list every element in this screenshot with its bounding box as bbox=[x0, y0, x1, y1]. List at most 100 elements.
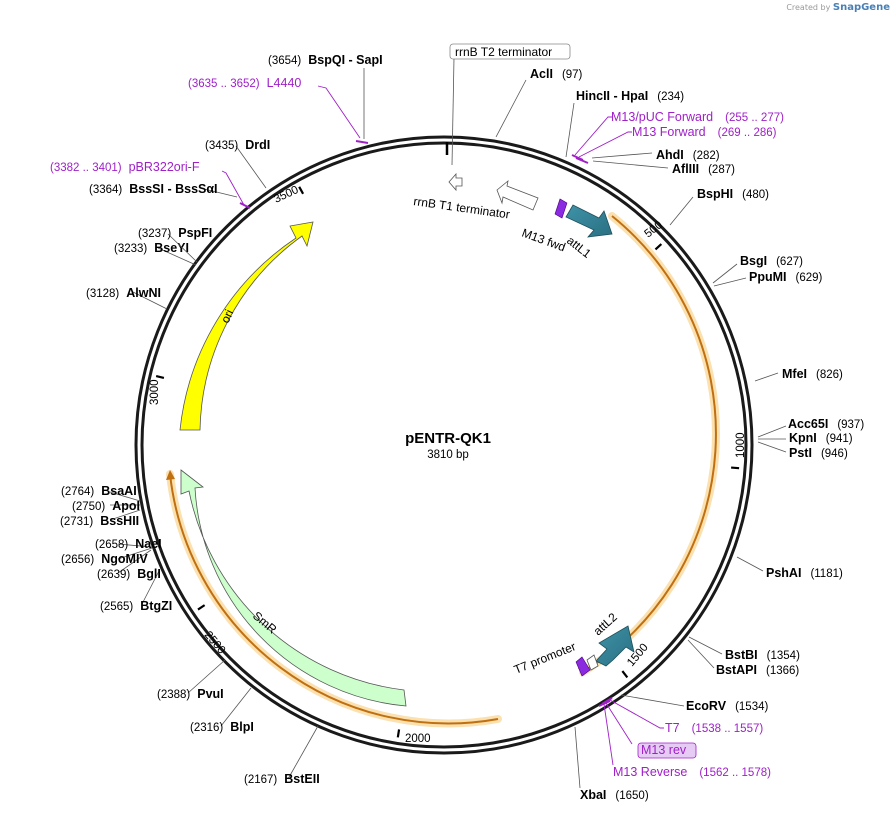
site-label: XbaI(1650) bbox=[580, 788, 649, 802]
tick-label: 2000 bbox=[405, 733, 431, 745]
primer-leader bbox=[221, 170, 245, 206]
feature-m13fwd-open-arrow bbox=[496, 179, 539, 211]
feature-rrnb-t1-label: rrnB T1 terminator bbox=[413, 194, 511, 221]
site-leader bbox=[109, 491, 141, 502]
snapgene-logo: SnapGene bbox=[832, 2, 890, 13]
primer-leader bbox=[603, 703, 614, 766]
created-by-label: Created by bbox=[786, 3, 831, 12]
site-label: (3435)DrdI bbox=[205, 138, 270, 152]
feature-rrnb-t1-arrow bbox=[448, 172, 463, 192]
site-leader bbox=[117, 549, 152, 574]
tick-label: 3000 bbox=[149, 379, 161, 405]
primer-label: (3382 .. 3401)pBR322ori-F bbox=[50, 160, 200, 174]
site-leader bbox=[132, 291, 168, 310]
site-label: PstI(946) bbox=[789, 446, 848, 460]
primer-label: M13/pUC Forward(255 .. 277) bbox=[611, 110, 784, 124]
site-leader bbox=[157, 247, 197, 266]
site-label: BsgI(627) bbox=[740, 254, 803, 268]
site-label: (3233)BseYI bbox=[114, 241, 189, 255]
site-leader bbox=[688, 636, 723, 655]
site-leader bbox=[757, 425, 787, 438]
feature-m13rev-marker bbox=[575, 656, 591, 677]
site-label: EcoRV(1534) bbox=[686, 699, 768, 713]
tick-mark bbox=[197, 604, 206, 611]
site-leader bbox=[754, 372, 779, 382]
plasmid-name: pENTR-QK1 bbox=[405, 430, 491, 447]
site-leader bbox=[713, 277, 747, 287]
site-leader bbox=[669, 196, 694, 226]
site-label: BstAPI(1366) bbox=[716, 663, 799, 677]
tick-mark bbox=[731, 466, 740, 470]
site-label: (2764)BsaAI bbox=[61, 484, 137, 498]
rrnb-t2-leader bbox=[451, 57, 455, 166]
site-label: (3364)BssSI - BssSαI bbox=[89, 182, 218, 196]
site-leader bbox=[687, 639, 715, 669]
feature-t7-promoter-arrow bbox=[586, 654, 599, 671]
primer-tick bbox=[575, 157, 589, 164]
backbone-inner bbox=[140, 141, 748, 749]
feature-m13fwd-marker bbox=[554, 198, 568, 219]
plasmid-length: 3810 bp bbox=[427, 449, 469, 461]
site-label: AclI(97) bbox=[530, 67, 583, 81]
site-label: MfeI(826) bbox=[782, 367, 843, 381]
site-leader bbox=[117, 547, 153, 560]
site-leader bbox=[109, 509, 141, 521]
snapgene-branding: Created by SnapGene bbox=[786, 2, 890, 13]
site-leader bbox=[565, 102, 575, 158]
feature-smr-arc bbox=[180, 469, 407, 707]
feature-m13fwd-label: M13 fwd bbox=[520, 226, 567, 255]
site-label: (2639)BglI bbox=[97, 567, 161, 581]
site-leader bbox=[141, 570, 160, 605]
tick-mark bbox=[621, 670, 629, 679]
tick-label: 1000 bbox=[735, 432, 747, 458]
orf-arc-left-line bbox=[169, 473, 499, 725]
orf-arc-left-arrowhead bbox=[166, 470, 175, 480]
backbone-outer bbox=[134, 135, 754, 755]
feature-rrnb-t2-label: rrnB T2 terminator bbox=[455, 45, 552, 59]
primer-leader bbox=[609, 699, 664, 729]
primer-label: M13 rev bbox=[641, 743, 687, 757]
feature-attl1-arrow bbox=[565, 204, 613, 238]
site-label: KpnI(941) bbox=[789, 431, 853, 445]
site-leader bbox=[187, 659, 226, 694]
site-label: HincII - HpaI(234) bbox=[576, 89, 684, 103]
site-leader bbox=[220, 687, 252, 727]
feature-attl1-label: attL1 bbox=[564, 233, 594, 261]
site-leader bbox=[167, 233, 198, 263]
site-label: (3128)AlwNI bbox=[86, 286, 161, 300]
site-label: (3237)PspFI bbox=[138, 226, 212, 240]
site-label: BstBI(1354) bbox=[725, 648, 800, 662]
site-label: AflIII(287) bbox=[672, 162, 735, 176]
site-label: PpuMI(629) bbox=[749, 270, 823, 284]
site-label: (2388)PvuI bbox=[157, 687, 224, 701]
site-label: (2658)NaeI bbox=[95, 537, 162, 551]
primer-label: (3635 .. 3652)L4440 bbox=[188, 76, 301, 90]
orf-arc-right-line bbox=[582, 215, 717, 673]
feature-t7-promoter-label: T7 promoter bbox=[512, 639, 578, 676]
feature-attl2-arrow bbox=[595, 625, 635, 667]
site-label: (2656)NgoMIV bbox=[61, 552, 148, 566]
site-label: (2731)BssHII bbox=[60, 514, 139, 528]
orf-arc-right bbox=[579, 212, 720, 676]
site-label: (2565)BtgZI bbox=[100, 599, 172, 613]
site-leader bbox=[592, 160, 669, 169]
primer-leader bbox=[317, 85, 361, 139]
primer-leader bbox=[578, 131, 632, 158]
site-leader bbox=[736, 556, 764, 572]
primer-label: M13 Forward(269 .. 286) bbox=[632, 125, 777, 139]
site-label: AhdI(282) bbox=[656, 148, 720, 162]
restriction-sites: AclI(97) HincII - HpaI(234) AhdI(282)AflII… bbox=[60, 53, 864, 802]
site-leader bbox=[495, 79, 527, 138]
site-leader bbox=[574, 726, 581, 789]
primer-label: M13 Reverse(1562 .. 1578) bbox=[613, 765, 771, 779]
site-label: (2167)BstEII bbox=[244, 772, 320, 786]
site-label: (3654)BspQI - SapI bbox=[268, 53, 383, 67]
site-label: (2316)BlpI bbox=[190, 720, 254, 734]
primer-leader bbox=[605, 702, 633, 745]
primer-highlight-box bbox=[637, 742, 697, 759]
tick-mark bbox=[155, 375, 165, 380]
site-label: (2750)ApoI bbox=[72, 499, 140, 513]
rrnb-t2-label-box bbox=[449, 43, 571, 60]
site-leader bbox=[712, 263, 738, 284]
